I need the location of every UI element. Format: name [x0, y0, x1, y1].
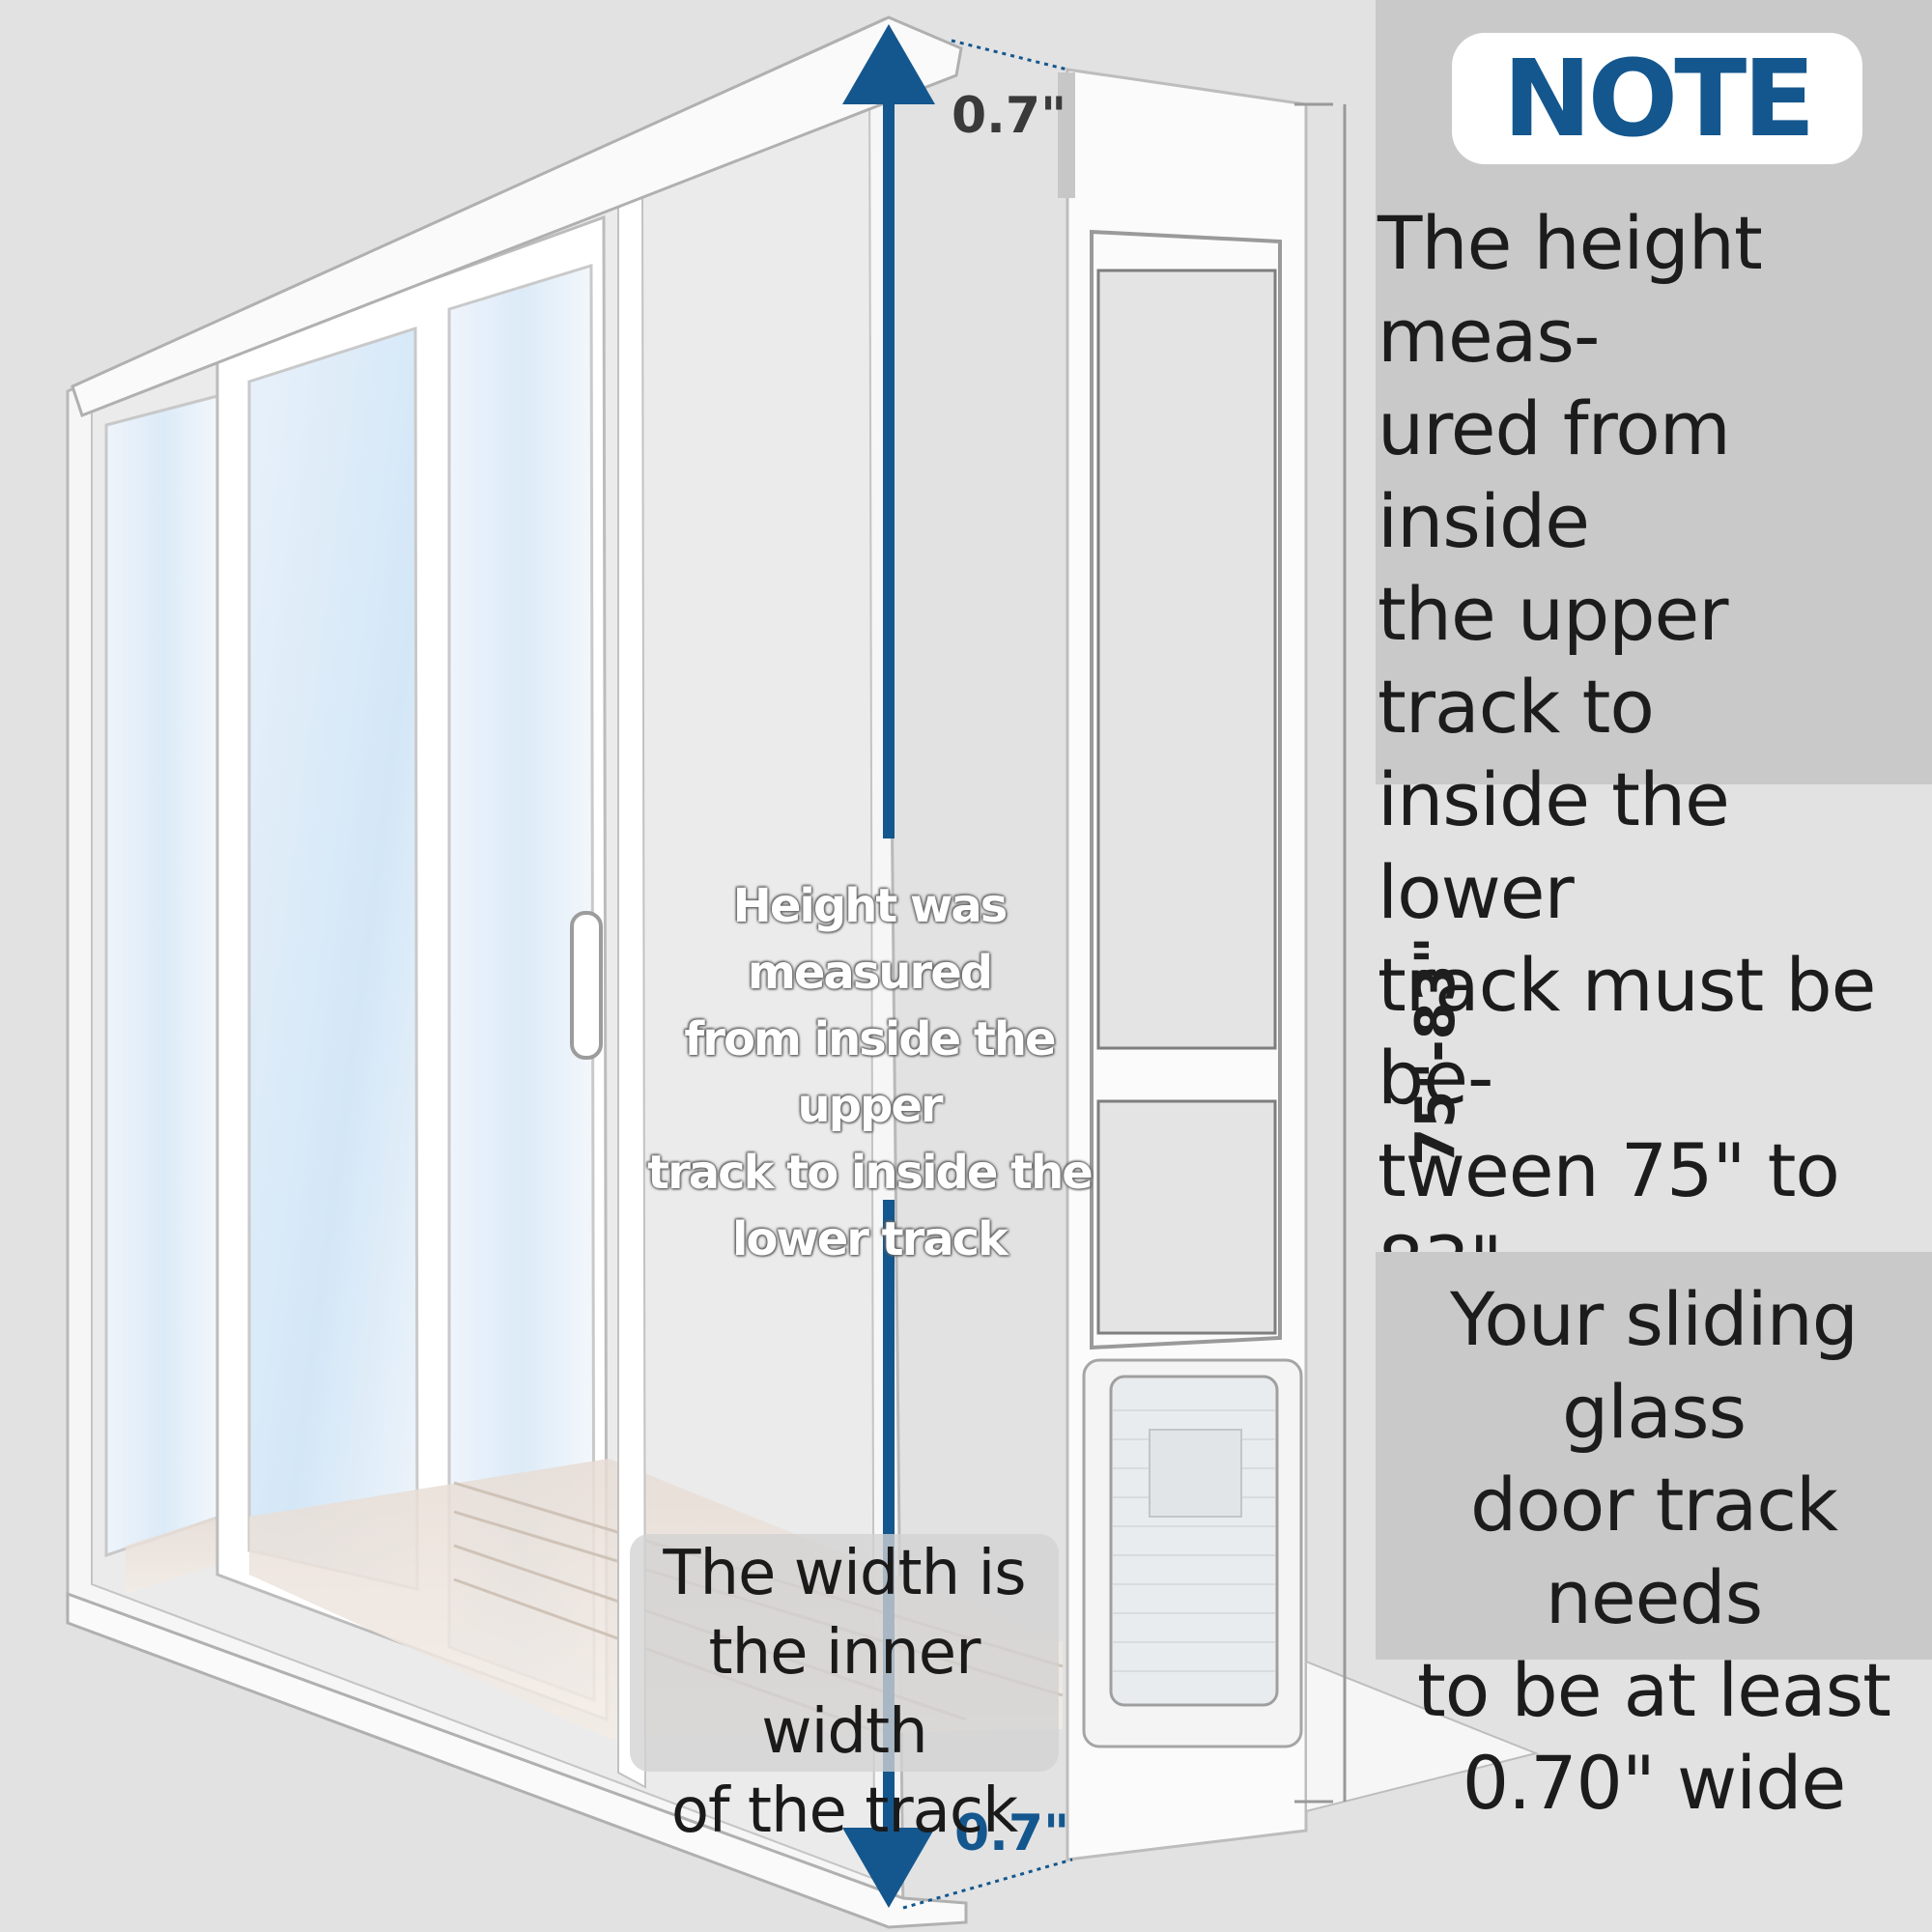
height-dimension-line — [1294, 102, 1347, 1804]
width-caption-text: The width is the inner width of the trac… — [663, 1538, 1026, 1847]
track-width-guides — [902, 39, 1073, 1910]
pet-door-panel — [1058, 68, 1540, 1861]
width-caption-box — [630, 1534, 1059, 1772]
bottom-track-width-label: 0.7" — [954, 1804, 1070, 1862]
width-requirement-text: Your sliding glass door track needs to b… — [1417, 1276, 1891, 1826]
note-badge: NOTE — [1452, 33, 1862, 164]
door-frame — [66, 15, 1064, 1929]
width-requirement-panel — [1376, 1252, 1932, 1660]
height-range-label: 75"-83" — [1405, 936, 1467, 1166]
top-track-width-label: 0.7" — [952, 87, 1067, 145]
height-measurement-caption: Height was measured from inside the uppe… — [647, 879, 1094, 1266]
